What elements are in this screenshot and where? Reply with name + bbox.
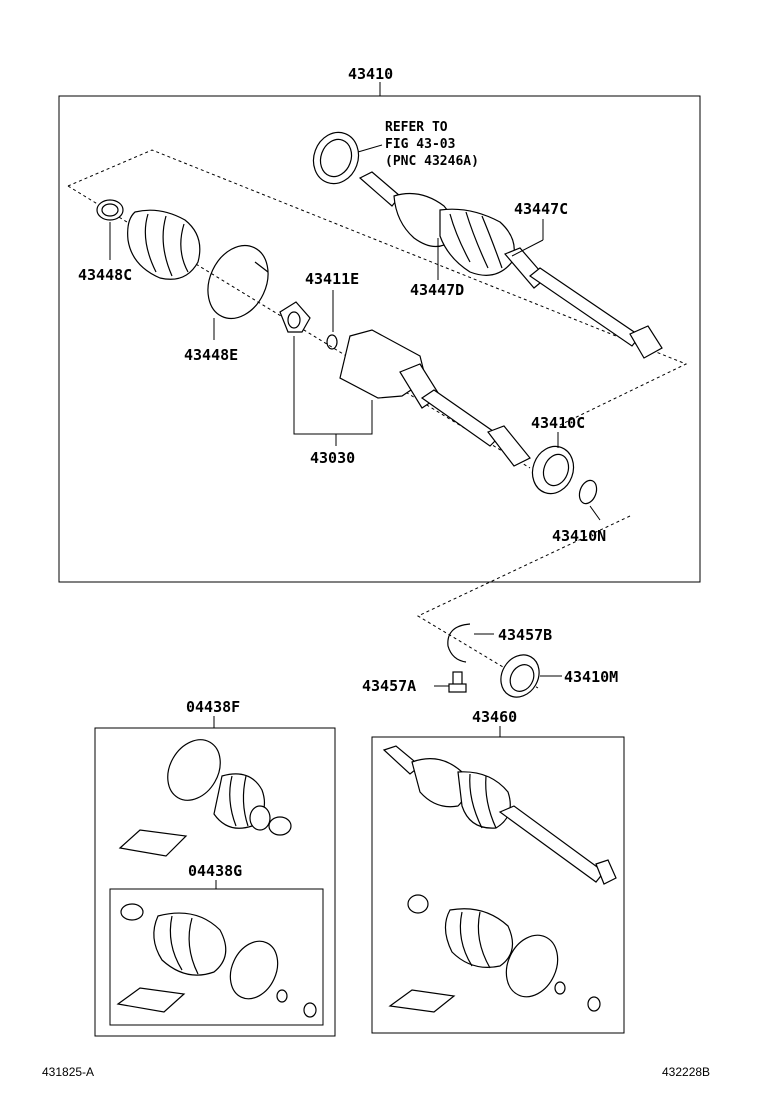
footer-right-code: 432228B: [662, 1065, 710, 1079]
tripod-joint-icon[interactable]: [279, 301, 311, 333]
kit-04438G-frame: [109, 888, 324, 1026]
label-43448E[interactable]: 43448E: [184, 346, 238, 364]
kit-04438F-frame: [94, 727, 336, 1037]
label-43410M[interactable]: 43410M: [564, 668, 618, 686]
oil-seal-icon[interactable]: [493, 648, 546, 704]
seal-ring-icon[interactable]: [306, 126, 365, 190]
kit-04438G-parts-icon[interactable]: [116, 903, 317, 1018]
label-43457B[interactable]: 43457B: [498, 626, 552, 644]
snap-ring-icon[interactable]: [326, 334, 338, 350]
label-04438F[interactable]: 04438F: [186, 698, 240, 716]
inboard-joint-shaft-icon[interactable]: [339, 329, 531, 467]
large-band-icon[interactable]: [197, 236, 280, 329]
label-43448C[interactable]: 43448C: [78, 266, 132, 284]
bolt-icon[interactable]: [448, 671, 467, 693]
bearing-icon[interactable]: [526, 441, 580, 500]
inboard-boot-icon[interactable]: [127, 209, 201, 280]
label-43457A[interactable]: 43457A: [362, 677, 416, 695]
hole-snap-ring-icon[interactable]: [576, 478, 599, 506]
kit-04438F-parts-icon[interactable]: [118, 730, 292, 857]
dashed-outline-shaft: [67, 149, 688, 426]
label-43030[interactable]: 43030: [310, 449, 355, 467]
dashed-lead-lower: [416, 515, 631, 689]
outboard-joint-shaft-icon[interactable]: [358, 171, 663, 359]
label-43460[interactable]: 43460: [472, 708, 517, 726]
label-04438G[interactable]: 04438G: [188, 862, 242, 880]
label-43410N[interactable]: 43410N: [552, 527, 606, 545]
label-43447C[interactable]: 43447C: [514, 200, 568, 218]
label-43447D[interactable]: 43447D: [410, 281, 464, 299]
label-43410[interactable]: 43410: [348, 65, 393, 83]
label-43411E[interactable]: 43411E: [305, 270, 359, 288]
footer-left-code: 431825-A: [42, 1065, 94, 1079]
assembly-43460-parts-icon[interactable]: [382, 745, 617, 1013]
refer-note-line3: (PNC 43246A): [385, 154, 479, 169]
refer-note-line1: REFER TO: [385, 120, 448, 135]
assembly-43460-frame: [371, 736, 625, 1034]
small-clamp-icon[interactable]: [96, 199, 124, 221]
label-43410C[interactable]: 43410C: [531, 414, 585, 432]
clip-icon[interactable]: [447, 623, 471, 663]
refer-note-line2: FIG 43-03: [385, 137, 455, 152]
